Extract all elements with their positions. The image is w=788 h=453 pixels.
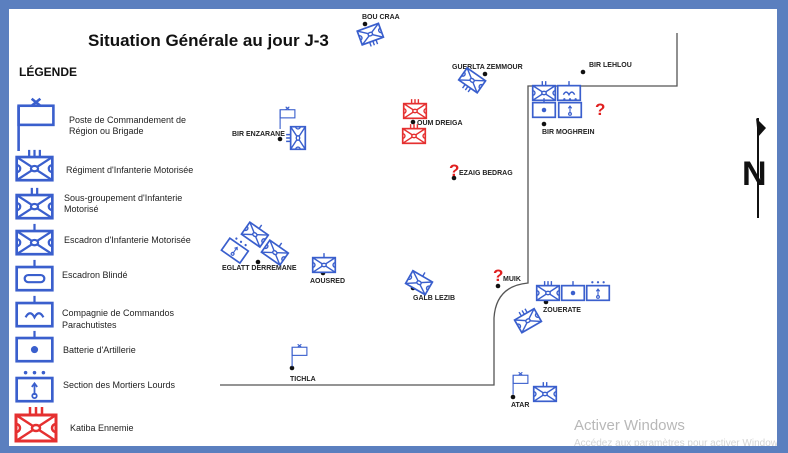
place-bou-craa: BOU CRAA [362, 14, 400, 21]
legend-label: Escadron d'Infanterie Motorisée [64, 235, 191, 245]
unit-bou-craa-icon [357, 23, 385, 49]
activation-watermark: Activer Windows [574, 417, 685, 434]
place-aousred: AOUSRED [310, 278, 345, 285]
legend-label: Section des Mortiers Lourds [63, 380, 176, 390]
mortar-icon [17, 371, 53, 401]
enemy-katiba-oum-dreiga-icon [404, 99, 427, 118]
command-post-icon [17, 97, 55, 153]
unit-aousred-icon [313, 253, 336, 272]
infantry-regiment-icon [17, 150, 53, 180]
command-post-tichla-icon [291, 343, 308, 368]
slide: Situation Générale au jour J-3 LÉGENDE P… [9, 9, 777, 446]
places: BOU CRAA GUERLTA ZEMMOUR BIR LEHLOU BIR … [222, 14, 632, 409]
unknown-question-icon: ? [449, 161, 459, 180]
legend-label: Compagnie de Commandos [62, 308, 175, 318]
artillery-icon [17, 331, 53, 361]
place-zouerate: ZOUERATE [543, 307, 581, 314]
unit-zouerate-infantry-icon [512, 305, 541, 333]
place-tichla: TICHLA [290, 376, 316, 383]
north-label: N [742, 155, 767, 193]
unknown-question-icon: ? [595, 100, 605, 119]
enemy-katiba-oum-dreiga-icon [403, 124, 426, 143]
unknown-question-icon: ? [493, 266, 503, 285]
place-atar: ATAR [511, 402, 529, 409]
infantry-subgroup-icon [17, 188, 53, 218]
legend-heading: LÉGENDE [19, 64, 77, 79]
legend-label: Sous-groupement d'Infanterie [64, 193, 182, 203]
place-muik: MUIK [503, 276, 521, 283]
place-bir-enzarane: BIR ENZARANE [232, 131, 285, 138]
unit-bir-moghrein-commandos-icon [558, 81, 581, 100]
unit-zouerate-mortar-icon [587, 281, 610, 300]
paratrooper-icon [17, 296, 53, 326]
place-galb-lezib: GALB LEZIB [413, 295, 455, 302]
legend-label: Régiment d'Infanterie Motorisée [66, 165, 193, 175]
place-oum-dreiga: OUM DREIGA [417, 120, 463, 127]
unit-eglatt-infantry-icon [261, 236, 290, 265]
infantry-squadron-icon [17, 224, 53, 254]
unit-eglatt-infantry-icon [241, 218, 270, 247]
place-guerlta-zemmour: GUERLTA ZEMMOUR [452, 64, 523, 71]
legend: LÉGENDE Poste de Commandement de Région … [16, 64, 193, 441]
place-eglatt-derremane: EGLATT DERREMANE [222, 265, 297, 272]
unit-guerlta-icon [456, 68, 485, 97]
unit-zouerate-artillery-icon [562, 281, 585, 300]
unit-zouerate-infantry-icon [537, 281, 560, 300]
unit-galb-lezib-icon [406, 267, 435, 295]
place-bir-lehlou: BIR LEHLOU [589, 62, 632, 69]
activation-watermark-sub: Accédez aux paramètres pour activer Wind… [574, 438, 777, 446]
road [220, 33, 678, 386]
legend-label: Motorisé [64, 204, 99, 214]
legend-label: Escadron Blindé [62, 270, 128, 280]
legend-label: Poste de Commandement de [69, 115, 186, 125]
place-ezaig-bedrag: EZAIG BEDRAG [459, 170, 513, 177]
unit-eglatt-mortar-icon [221, 234, 250, 263]
north-arrow: N [742, 118, 767, 218]
map-title: Situation Générale au jour J-3 [88, 31, 329, 50]
friendly-units [221, 23, 609, 401]
legend-label: Katiba Ennemie [70, 423, 134, 433]
command-post-atar-icon [512, 371, 529, 396]
enemy-katiba-icon [16, 407, 56, 441]
place-bir-moghrein: BIR MOGHREIN [542, 129, 595, 136]
unit-atar-icon [534, 382, 557, 401]
situation-map: Situation Générale au jour J-3 LÉGENDE P… [9, 14, 777, 446]
command-post-bir-enzarane-icon [279, 106, 296, 130]
unit-bir-enzarane-icon [286, 127, 305, 150]
armored-squadron-icon [17, 260, 53, 290]
legend-label: Parachutistes [62, 320, 117, 330]
legend-label: Région ou Brigade [69, 126, 144, 136]
unit-bir-moghrein-infantry-icon [533, 81, 556, 100]
legend-label: Batterie d'Artillerie [63, 345, 136, 355]
